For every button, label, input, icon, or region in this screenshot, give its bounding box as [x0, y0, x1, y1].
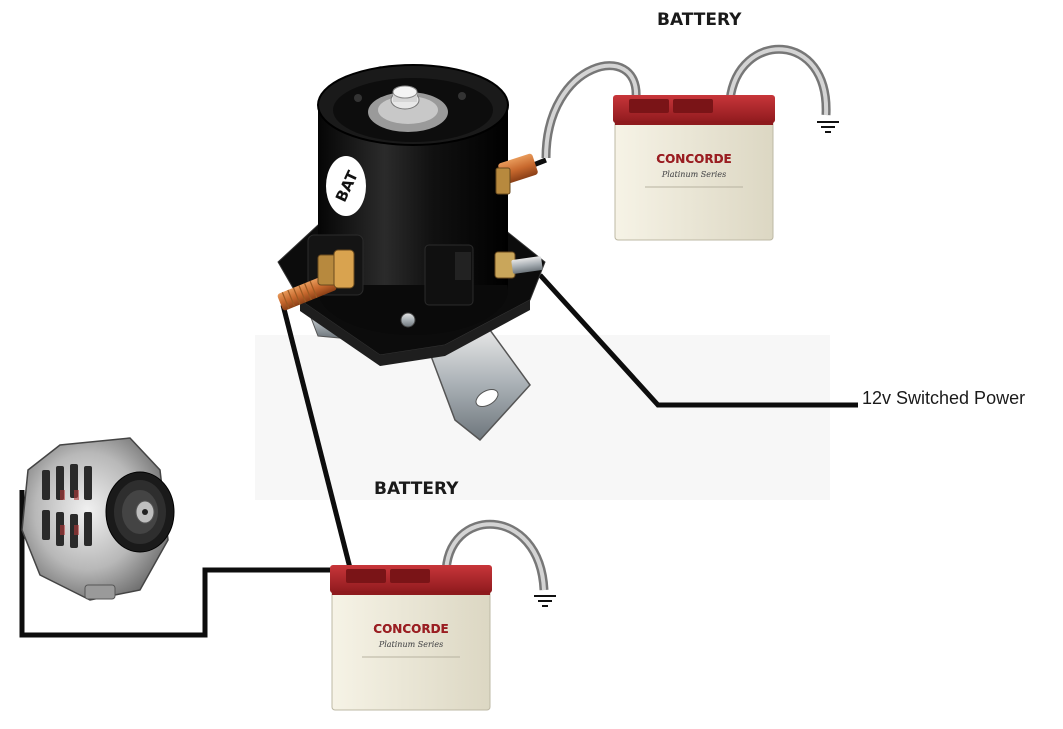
wire-alternator-to-battery [19, 490, 348, 638]
alternator [21, 437, 175, 601]
wire-switched-power [538, 273, 858, 408]
battery-top-series: Platinum Series [661, 170, 726, 179]
starter-solenoid: BAT [277, 64, 546, 442]
ground-icon [533, 595, 557, 607]
battery-top-title: BATTERY [657, 10, 742, 30]
wires [19, 157, 858, 638]
switched-power-label: 12v Switched Power [862, 388, 1026, 408]
battery-bottom-title: BATTERY [374, 479, 459, 499]
solenoid-switch-stud [511, 256, 543, 274]
battery-bottom-brand: CONCORDE [373, 622, 448, 636]
battery-bottom-series: Platinum Series [378, 640, 443, 649]
battery-top-brand: CONCORDE [656, 152, 731, 166]
battery-bottom: CONCORDE Platinum Series [329, 519, 557, 711]
ground-icon [816, 121, 840, 133]
battery-top: CONCORDE Platinum Series [541, 44, 840, 241]
wire-solenoid-to-bottom-battery [280, 304, 353, 569]
